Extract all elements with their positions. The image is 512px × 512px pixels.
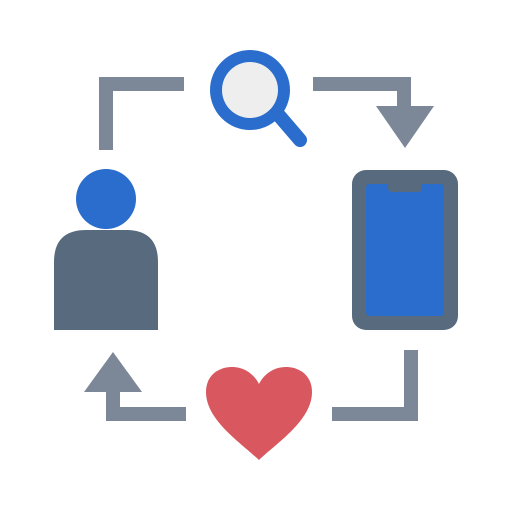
connector-user-to-search — [99, 77, 184, 150]
arrowhead-down — [376, 106, 434, 148]
connector-phone-to-like — [332, 350, 418, 421]
person-body — [54, 230, 158, 330]
magnifier-icon — [210, 50, 307, 147]
heart-icon — [206, 367, 312, 460]
connector-search-to-phone — [313, 77, 434, 148]
smartphone-icon — [352, 170, 458, 330]
connector-like-to-user — [84, 352, 186, 421]
person-icon — [54, 169, 158, 330]
phone-notch — [388, 182, 422, 192]
person-head — [76, 169, 136, 229]
arrowhead-up — [84, 352, 142, 392]
